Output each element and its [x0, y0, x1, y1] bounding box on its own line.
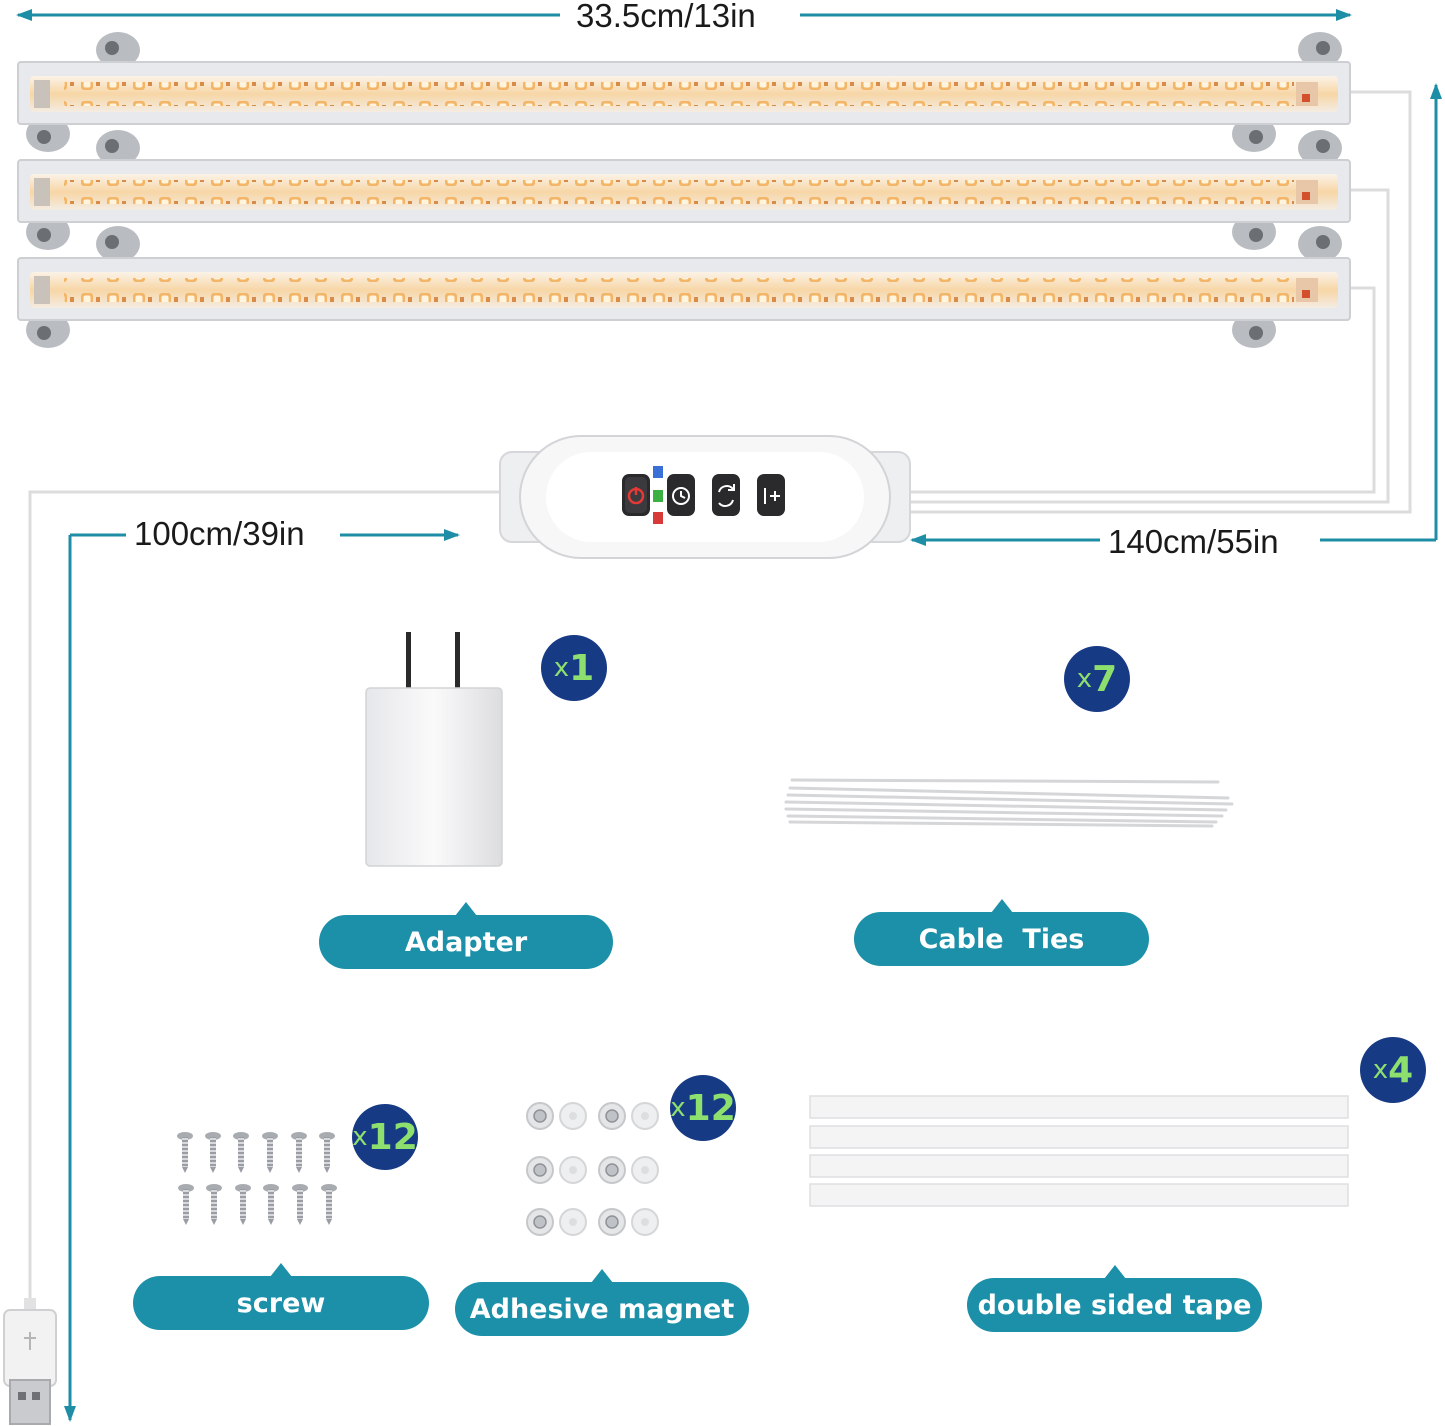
controller [499, 435, 911, 559]
cable-ties-icon [784, 778, 1234, 828]
light-bar [17, 226, 1351, 348]
brightness-plus-icon [757, 474, 785, 516]
cables [28, 90, 1412, 1300]
adhesive-magnet-label: Adhesive magnet [455, 1269, 749, 1336]
adapter-label: Adapter [319, 902, 613, 969]
light-bar [17, 32, 1351, 152]
light-bars [17, 32, 1351, 348]
dimension-arrows [16, 9, 1442, 1422]
usb-plug-icon [3, 1298, 57, 1425]
screw-label: screw [133, 1263, 429, 1330]
double-sided-tape-label: double sided tape [967, 1265, 1262, 1332]
controller-cable-length-label: 140cm/55in [1100, 523, 1287, 561]
screws-icon [177, 1132, 337, 1225]
mode-cycle-icon [712, 474, 740, 516]
cable-ties-label: Cable Ties [854, 899, 1149, 966]
adapter-icon [365, 632, 503, 867]
tape-strips-icon [809, 1095, 1349, 1207]
magnets-icon [526, 1102, 659, 1236]
light-bar [17, 130, 1351, 250]
usb-cable-length-label: 100cm/39in [126, 515, 313, 553]
timer-icon [667, 474, 695, 516]
power-icon [622, 474, 650, 516]
bar-length-label: 33.5cm/13in [568, 0, 764, 35]
